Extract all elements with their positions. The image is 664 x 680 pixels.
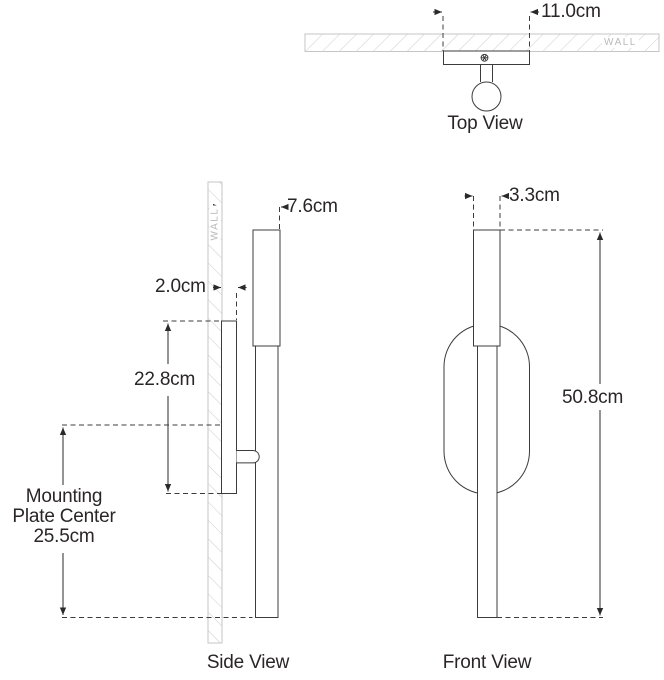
- front-view-group: [443, 192, 604, 618]
- mounting-plate-center-label: Mounting Plate Center 25.5cm: [0, 487, 130, 547]
- dim-label-22-8: 22.8cm: [134, 369, 196, 390]
- mounting-line3: 25.5cm: [33, 526, 95, 547]
- dim-label-3-3: 3.3cm: [509, 185, 560, 206]
- top-view-title: Top View: [447, 113, 523, 134]
- top-view-group: [304, 8, 660, 112]
- wall-section-side: [207, 181, 223, 644]
- stem-top: [480, 64, 493, 82]
- wall-label-side: WALL: [209, 205, 221, 243]
- ring-connector-peg: [236, 450, 260, 464]
- mounting-line1: Mounting: [25, 486, 103, 507]
- tube-upper-side: [252, 229, 281, 347]
- dim-label-7-6: 7.6cm: [287, 196, 338, 217]
- dim-label-50-8: 50.8cm: [562, 387, 624, 408]
- side-view-group: [59, 181, 289, 644]
- mounting-line2: Plate Center: [12, 506, 116, 527]
- ring-edge-side: [221, 320, 237, 494]
- front-view-title: Front View: [442, 652, 532, 673]
- dim-label-11cm: 11.0cm: [541, 1, 601, 22]
- dim-extension-3-3: [473, 196, 501, 229]
- wall-label-top: WALL: [602, 37, 639, 48]
- dim-label-2-0: 2.0cm: [155, 276, 206, 297]
- tube-lower-side: [255, 339, 279, 618]
- dim-extension-lines-11cm: [442, 16, 530, 51]
- screw-icon: [480, 53, 489, 62]
- lamp-circle-top: [471, 81, 502, 112]
- side-view-title: Side View: [206, 652, 290, 673]
- tube-lower-front: [477, 339, 498, 618]
- tube-upper-front: [473, 229, 501, 347]
